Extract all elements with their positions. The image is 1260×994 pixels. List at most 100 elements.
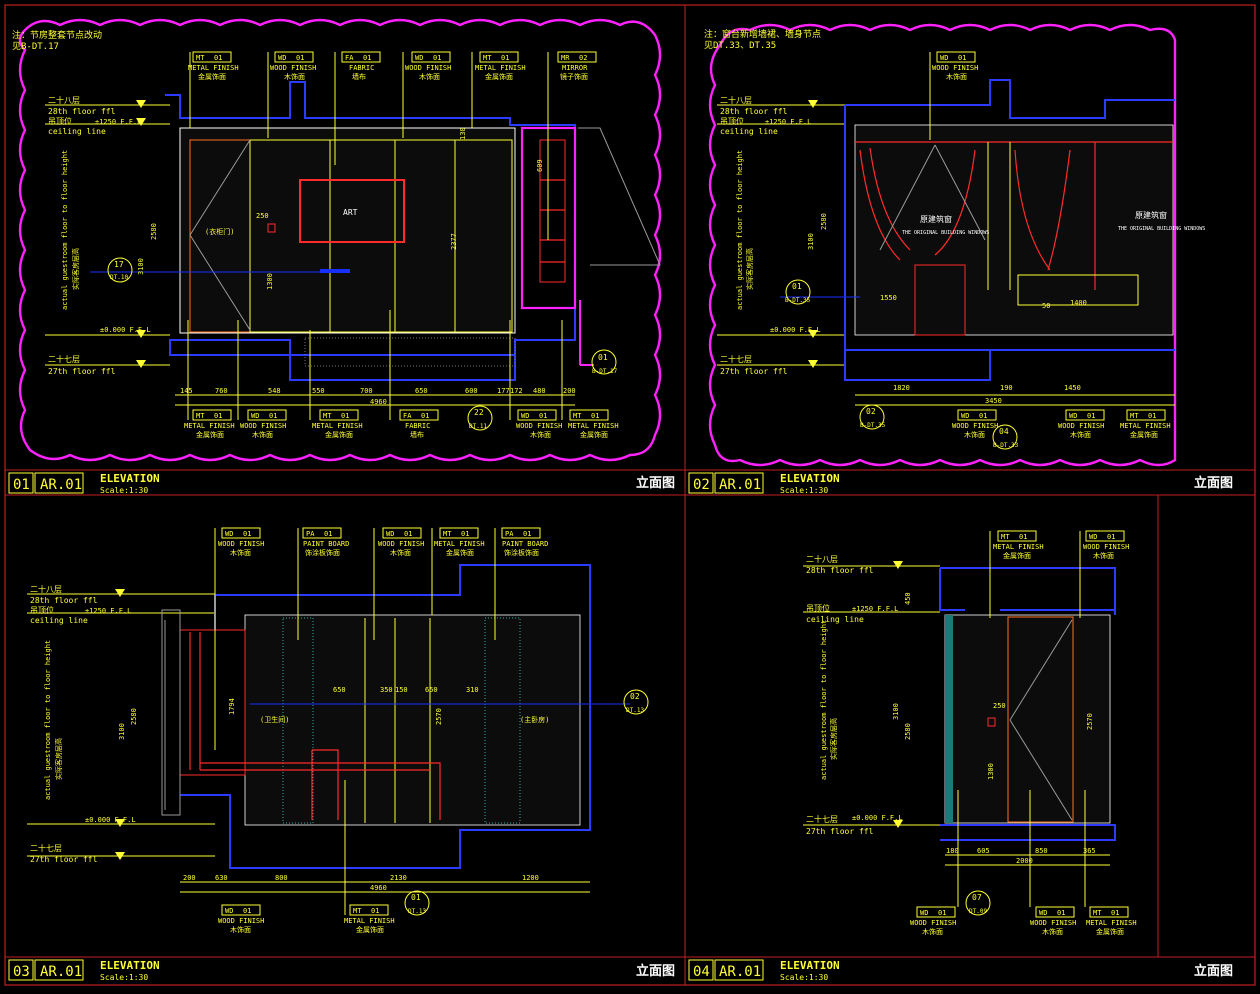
svg-text:MR: MR	[561, 54, 570, 62]
svg-text:WOOD FINISH: WOOD FINISH	[1030, 919, 1076, 927]
svg-text:金属饰面: 金属饰面	[325, 430, 353, 439]
svg-text:180: 180	[946, 847, 959, 855]
svg-text:2580: 2580	[904, 723, 912, 740]
svg-text:01: 01	[938, 909, 946, 917]
svg-text:01: 01	[1057, 909, 1065, 917]
svg-text:ceiling line: ceiling line	[720, 127, 778, 136]
title-block-02: 02 AR.01 ELEVATION Scale:1:30 立面图	[688, 472, 1233, 495]
svg-text:01: 01	[1019, 533, 1027, 541]
svg-text:01: 01	[411, 893, 421, 902]
svg-text:木饰面: 木饰面	[946, 72, 967, 81]
svg-text:01: 01	[792, 282, 802, 291]
svg-text:WOOD FINISH: WOOD FINISH	[1083, 543, 1129, 551]
panel-scale: Scale:1:30	[780, 486, 828, 495]
svg-text:木饰面: 木饰面	[230, 925, 251, 934]
svg-text:01: 01	[591, 412, 599, 420]
panel-number: 04	[693, 964, 710, 980]
svg-text:金属饰面: 金属饰面	[356, 925, 384, 934]
panel-title: ELEVATION	[100, 472, 160, 485]
note-line-2: 见DT.33、DT.35	[704, 40, 776, 51]
svg-text:MT: MT	[323, 412, 332, 420]
vertical-note-cn: 实际客房层高	[71, 248, 80, 290]
panel-number: 03	[13, 964, 30, 980]
svg-text:01: 01	[433, 54, 441, 62]
svg-text:200: 200	[183, 874, 196, 882]
title-block-03: 03 AR.01 ELEVATION Scale:1:30 立面图	[8, 959, 675, 982]
svg-text:605: 605	[977, 847, 990, 855]
svg-text:150: 150	[395, 686, 408, 694]
svg-text:04: 04	[999, 427, 1009, 436]
dim: 177	[497, 387, 510, 395]
svg-text:金属饰面: 金属饰面	[580, 430, 608, 439]
svg-text:金属饰面: 金属饰面	[196, 430, 224, 439]
svg-text:±1250 F.F.L: ±1250 F.F.L	[765, 118, 811, 126]
svg-text:±0.000 F.F.L: ±0.000 F.F.L	[770, 326, 821, 334]
note-line-1: 注：节房整套节点改动	[12, 29, 102, 41]
ceiling-ffl: ±1250 F.F.L	[95, 118, 141, 126]
svg-text:01: 01	[243, 530, 251, 538]
svg-text:27th floor ffl: 27th floor ffl	[30, 855, 98, 864]
svg-text:墙布: 墙布	[352, 72, 366, 81]
dim: 145	[180, 387, 193, 395]
svg-text:B-DT.33: B-DT.33	[993, 442, 1019, 449]
svg-text:FABRIC: FABRIC	[349, 64, 374, 72]
svg-text:1820: 1820	[893, 384, 910, 392]
svg-text:365: 365	[1083, 847, 1096, 855]
svg-text:01: 01	[958, 54, 966, 62]
vdim: 1300	[266, 273, 274, 290]
svg-text:WD: WD	[225, 907, 233, 915]
svg-text:MT: MT	[1001, 533, 1010, 541]
svg-text:吊顶位: 吊顶位	[720, 116, 744, 126]
svg-text:DT.13: DT.13	[408, 908, 426, 915]
svg-text:07: 07	[972, 893, 982, 902]
svg-text:650: 650	[333, 686, 346, 694]
svg-text:METAL FINISH: METAL FINISH	[475, 64, 526, 72]
svg-text:WOOD FINISH: WOOD FINISH	[218, 917, 264, 925]
svg-text:01: 01	[1148, 412, 1156, 420]
svg-text:METAL FINISH: METAL FINISH	[344, 917, 395, 925]
svg-text:WD: WD	[225, 530, 233, 538]
svg-text:实际客房层高: 实际客房层高	[829, 718, 838, 760]
svg-text:WD: WD	[386, 530, 394, 538]
svg-text:METAL FINISH: METAL FINISH	[568, 422, 619, 430]
svg-text:WD: WD	[920, 909, 928, 917]
svg-text:PAINT BOARD: PAINT BOARD	[502, 540, 548, 548]
svg-text:01: 01	[214, 412, 222, 420]
svg-text:吊顶位: 吊顶位	[806, 603, 830, 613]
svg-text:2570: 2570	[435, 708, 443, 725]
dim: 550	[312, 387, 325, 395]
panel-scale: Scale:1:30	[780, 973, 828, 982]
svg-text:01: 01	[214, 54, 222, 62]
svg-text:27th floor ffl: 27th floor ffl	[720, 367, 788, 376]
svg-text:METAL FINISH: METAL FINISH	[312, 422, 363, 430]
dim: 548	[268, 387, 281, 395]
svg-text:4960: 4960	[370, 884, 387, 892]
svg-text:(卫生间): (卫生间)	[260, 715, 289, 724]
svg-text:02: 02	[579, 54, 587, 62]
svg-text:250: 250	[993, 702, 1006, 710]
svg-text:MIRROR: MIRROR	[562, 64, 588, 72]
sheet-frame	[4, 4, 1256, 986]
svg-text:1550: 1550	[880, 294, 897, 302]
svg-text:27th floor ffl: 27th floor ffl	[806, 827, 874, 836]
callout-ref: DT.10	[110, 274, 128, 281]
svg-text:WD: WD	[278, 54, 286, 62]
svg-text:01: 01	[523, 530, 531, 538]
svg-text:190: 190	[1000, 384, 1013, 392]
svg-text:±1250 F.F.L: ±1250 F.F.L	[85, 607, 131, 615]
svg-text:28th floor ffl: 28th floor ffl	[30, 596, 98, 605]
svg-text:01: 01	[404, 530, 412, 538]
svg-text:WD: WD	[415, 54, 423, 62]
ceiling-en: ceiling line	[48, 127, 106, 136]
svg-text:THE ORIGINAL BUILDING WINDOWS: THE ORIGINAL BUILDING WINDOWS	[902, 230, 989, 236]
svg-text:01: 01	[324, 530, 332, 538]
svg-text:WD: WD	[961, 412, 969, 420]
svg-text:镜子饰面: 镜子饰面	[560, 72, 588, 81]
svg-text:WOOD FINISH: WOOD FINISH	[218, 540, 264, 548]
window-label-1: 原建筑窗	[920, 214, 952, 224]
callout-ref: B-DT.17	[592, 368, 618, 375]
svg-text:01: 01	[1087, 412, 1095, 420]
svg-text:1450: 1450	[1064, 384, 1081, 392]
